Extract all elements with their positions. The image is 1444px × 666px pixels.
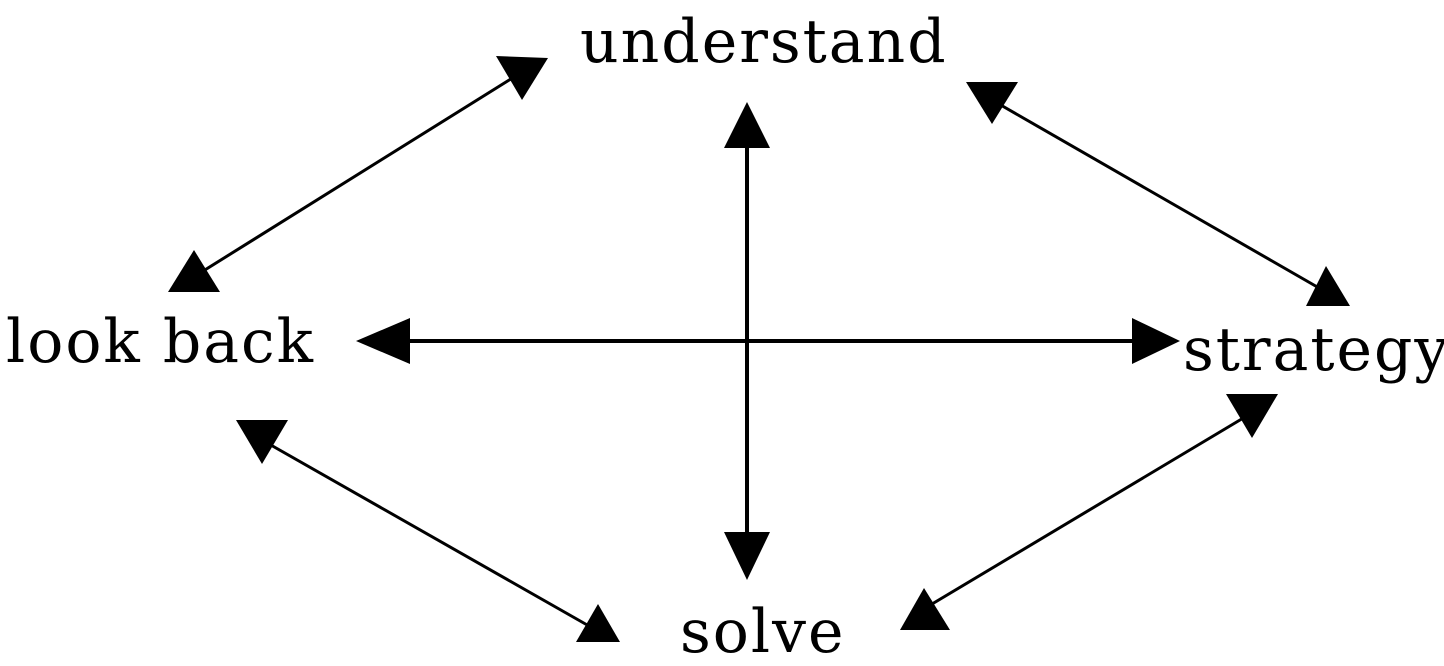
node-understand: understand: [580, 7, 948, 77]
arrowhead: [900, 588, 950, 630]
edge-understand-strategy: [966, 82, 1350, 306]
arrowhead: [576, 604, 620, 642]
arrowhead: [724, 102, 770, 148]
edge-strategy-solve: [900, 394, 1278, 630]
arrowhead: [966, 82, 1018, 124]
node-solve: solve: [680, 597, 846, 666]
arrowhead: [724, 532, 770, 580]
arrowhead: [356, 318, 410, 364]
edge-line: [261, 438, 597, 632]
arrowhead: [1306, 266, 1350, 306]
edge-understand-solve: [724, 102, 770, 580]
arrowhead: [168, 250, 220, 292]
node-strategy: strategy: [1183, 315, 1444, 385]
arrowhead: [236, 420, 288, 464]
arrowhead: [496, 56, 548, 100]
edge-understand-look-back: [168, 56, 548, 292]
edge-look-back-strategy: [356, 318, 1180, 364]
edge-line: [921, 412, 1251, 612]
node-look-back: look back: [6, 307, 315, 377]
edge-line: [191, 70, 523, 280]
edge-look-back-solve: [236, 420, 620, 642]
arrowhead: [1226, 394, 1278, 438]
arrowhead: [1132, 318, 1180, 364]
edge-line: [991, 98, 1327, 294]
